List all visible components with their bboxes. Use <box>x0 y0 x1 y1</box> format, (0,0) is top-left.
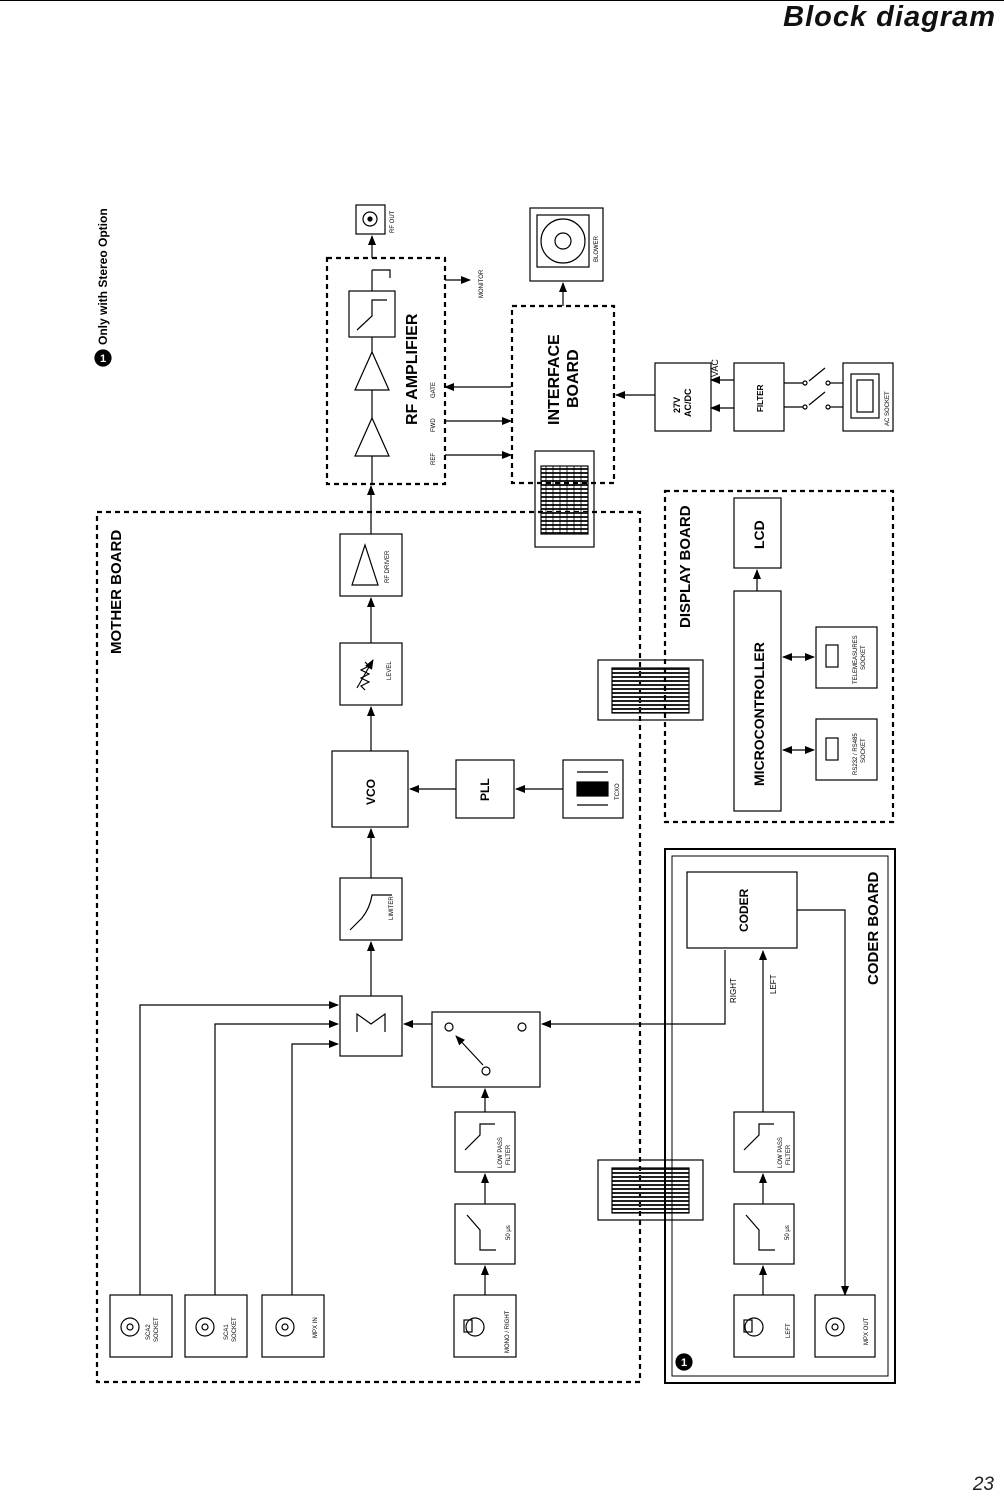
sca1-socket-block <box>184 1294 248 1358</box>
lcd-label: LCD <box>751 520 767 549</box>
mixer-block <box>339 995 403 1057</box>
right-label: RIGHT <box>729 978 738 1003</box>
ref-label: REF <box>431 453 437 465</box>
rf-out-label: RF OUT <box>390 210 396 233</box>
display-board-label: DISPLAY BOARD <box>677 505 694 628</box>
lcd-block <box>733 497 782 569</box>
db-connector-icon-2 <box>825 737 839 761</box>
mixer-icon <box>356 1012 386 1032</box>
display-ribbon-connector <box>597 659 704 721</box>
ac-socket-block <box>842 362 894 432</box>
lpf-coder-block <box>733 1111 795 1173</box>
sca1-label-2: SOCKET <box>232 1317 238 1342</box>
limiter-curve-icon <box>349 894 392 931</box>
pll-label: PLL <box>478 778 492 801</box>
note-badge: 1 <box>100 353 106 365</box>
rs232-socket-block <box>815 718 878 781</box>
blower-block <box>529 207 604 282</box>
rf-out-connector <box>355 204 386 235</box>
rf-amplifier-label: RF AMPLIFIER <box>404 313 421 425</box>
level-resistor-icon <box>359 661 371 691</box>
rf-driver-amp-icon <box>351 543 379 586</box>
coder-ribbon-connector <box>597 1159 704 1221</box>
blower-fan-icon <box>540 218 586 264</box>
telemeasures-socket-block <box>815 626 878 689</box>
coder-board-border <box>664 848 896 1384</box>
coder-board-label: CODER BOARD <box>865 871 882 985</box>
filter-label: FILTER <box>756 384 765 412</box>
sca2-socket-block <box>109 1294 173 1358</box>
telemeasures-label-2: SOCKET <box>861 645 867 670</box>
rf-amp-stage-2-icon <box>354 350 390 391</box>
gate-label: GATE <box>431 382 437 398</box>
preemphasis-coder-label: 50 μs <box>785 1225 791 1240</box>
telemeasures-label-1: TELEMEASURES <box>853 635 859 684</box>
monitor-label: MONITOR <box>479 269 485 298</box>
limiter-label: LIMITER <box>389 896 395 920</box>
mother-board-label: MOTHER BOARD <box>108 530 125 654</box>
fwd-label: FWD <box>431 418 437 432</box>
mpx-out-socket-block <box>814 1294 876 1358</box>
sca2-label-2: SOCKET <box>154 1317 160 1342</box>
page-number: 23 <box>972 1474 994 1495</box>
psu-label-2: AC/DC <box>683 388 693 417</box>
left-input-label: LEFT <box>786 1323 792 1338</box>
header-rule <box>0 0 1004 1</box>
coder-board-badge <box>675 1353 693 1371</box>
mono-right-label: MONO / RIGHT <box>505 1310 511 1353</box>
rf-amplifier-border <box>325 256 447 486</box>
interface-board-border <box>510 304 616 485</box>
vac-label: VAC <box>710 359 720 377</box>
preemphasis-coder-block <box>733 1203 795 1265</box>
tcxo-label: TCXO <box>615 783 621 800</box>
preemphasis-mother-label: 50 μs <box>506 1225 512 1240</box>
interface-label-2: BOARD <box>565 349 582 408</box>
mother-board-border <box>95 510 642 1384</box>
rf-driver-label: RF DRIVER <box>385 550 391 583</box>
rs232-label-1: RS232 / RS485 <box>853 733 859 775</box>
mpx-out-label: MPX OUT <box>864 1317 870 1345</box>
psu-label-1: 27V <box>672 397 682 413</box>
page-title: Block diagram <box>783 1 996 33</box>
coder-badge-text: 1 <box>681 1357 687 1369</box>
mpx-in-socket-block <box>261 1294 325 1358</box>
microcontroller-label: MICROCONTROLLER <box>751 642 767 786</box>
sca1-label-1: SCA1 <box>224 1324 230 1340</box>
blower-label: BLOWER <box>594 235 600 262</box>
lpf-mother-label-2: FILTER <box>506 1144 512 1165</box>
lpf-coder-label-1: LOW PASS <box>778 1137 784 1168</box>
filter-block <box>733 362 785 432</box>
rs232-label-2: SOCKET <box>861 738 867 763</box>
stereo-option-note: 1 Only with Stereo Option <box>94 208 112 367</box>
lpf-coder-label-2: FILTER <box>786 1144 792 1165</box>
rf-amp-filter-icon <box>356 299 387 331</box>
sca2-label-1: SCA2 <box>146 1324 152 1340</box>
ac-socket-label: AC SOCKET <box>885 391 891 426</box>
selector-switch-block <box>431 1011 541 1088</box>
mpx-in-label: MPX IN <box>313 1317 319 1338</box>
coder-label: CODER <box>737 888 751 932</box>
rf-amp-stage-1-icon <box>354 416 390 457</box>
interface-ribbon-connector <box>534 450 595 548</box>
vco-block <box>331 750 409 828</box>
left-label: LEFT <box>769 974 778 994</box>
lpf-mother-label-1: LOW PASS <box>498 1137 504 1168</box>
psu-block <box>654 362 712 432</box>
crystal-icon <box>576 781 609 797</box>
left-input-block <box>733 1294 795 1358</box>
interface-label-1: INTERFACE <box>546 334 563 425</box>
note-text: Only with Stereo Option <box>96 208 110 345</box>
level-label: LEVEL <box>387 661 393 680</box>
db-connector-icon <box>825 644 839 668</box>
vco-label: VCO <box>364 779 378 805</box>
